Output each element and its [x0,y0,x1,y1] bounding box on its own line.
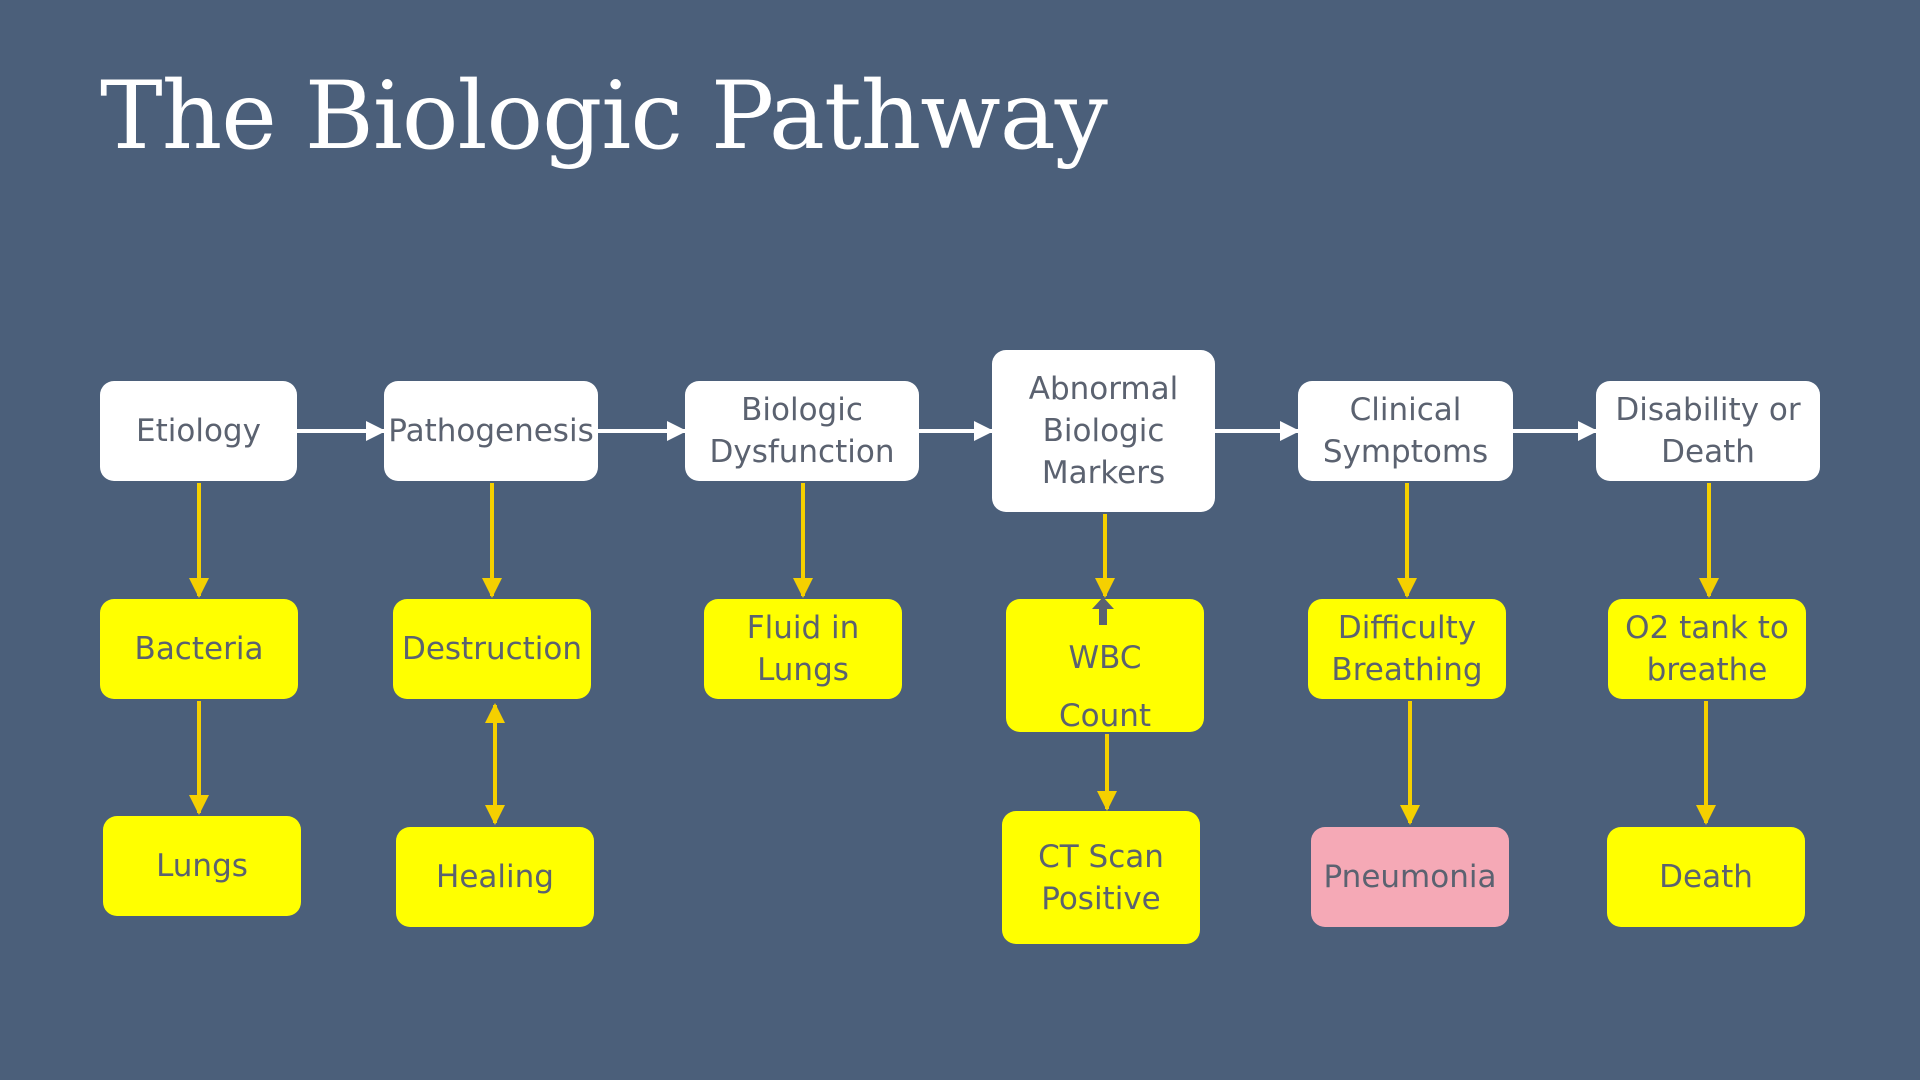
example-pneumonia: Pneumonia [1311,827,1509,927]
stage-etiology: Etiology [100,381,297,481]
example-destruction: Destruction [393,599,591,699]
example-fluid-in-lungs: Fluid in Lungs [704,599,902,699]
stage-biologic-dysfunction: Biologic Dysfunction [685,381,919,481]
page-title: The Biologic Pathway [100,62,1108,171]
example-wbc-count: WBC Count [1006,596,1204,734]
stage-disability-or-death: Disability or Death [1596,381,1820,481]
example-bacteria: Bacteria [100,599,298,699]
example-o2-tank: O2 tank to breathe [1608,599,1806,699]
example-healing: Healing [396,827,594,927]
stage-abnormal-biologic-markers: Abnormal Biologic Markers [992,350,1215,512]
example-death: Death [1607,827,1805,927]
stage-clinical-symptoms: Clinical Symptoms [1298,381,1513,481]
up-arrow-icon [1092,596,1114,625]
example-ct-scan-positive: CT Scan Positive [1002,811,1200,944]
example-lungs: Lungs [103,816,301,916]
example-difficulty-breathing: Difficulty Breathing [1308,599,1506,699]
stage-pathogenesis: Pathogenesis [384,381,598,481]
